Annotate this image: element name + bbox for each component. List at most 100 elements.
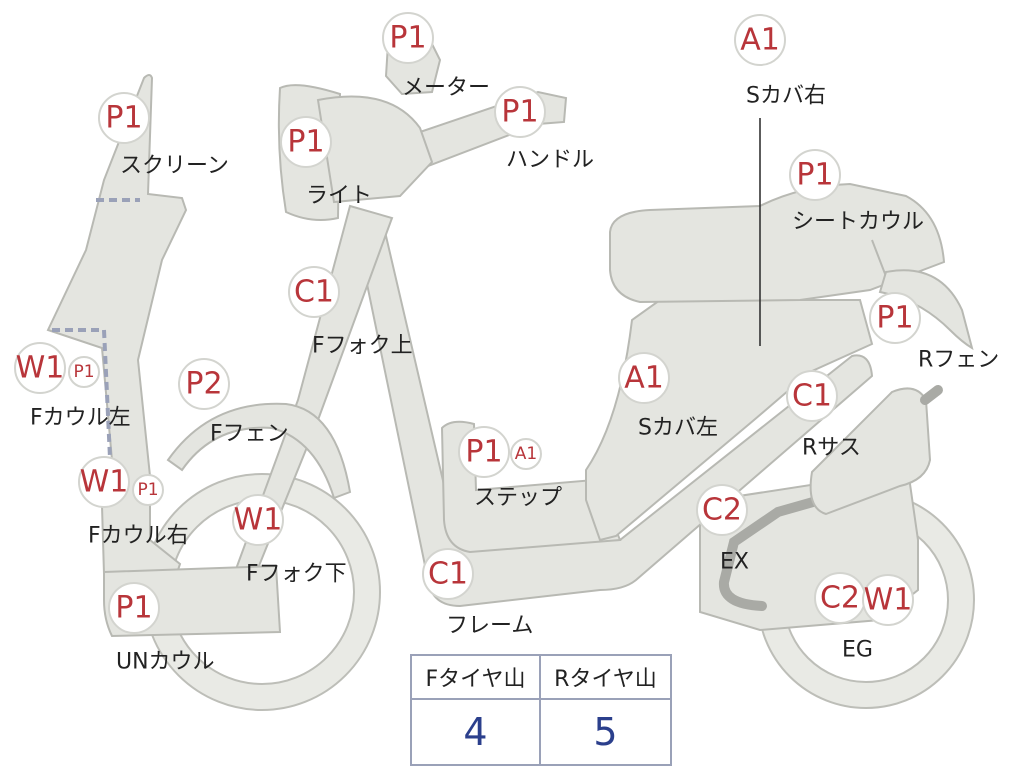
step-badge-p1: P1: [458, 426, 510, 478]
badge-circle: [132, 474, 164, 506]
meter-badge-p1: P1: [382, 12, 434, 64]
front-fork-upper-badge-c1: C1: [288, 266, 340, 318]
front-tire-value: 4: [412, 700, 541, 764]
badge-circle: [869, 292, 921, 344]
badge-text: A1: [515, 444, 537, 464]
front-cowl-left-badge-w1: W1: [14, 342, 66, 394]
badge-text: C2: [702, 493, 742, 528]
rear-suspension-label: Rサス: [802, 436, 861, 461]
front-fork-lower-label: Fフォク下: [246, 562, 347, 587]
badge-text: P1: [137, 480, 158, 500]
badge-text: C2: [820, 581, 860, 616]
label-layer: メーターハンドルスクリーンライトSカバ右シートカウルFフォク上RフェンFカウル左…: [30, 76, 999, 675]
badge-text: P1: [796, 158, 833, 193]
screen-badge-p1: P1: [98, 92, 150, 144]
front-cowl-left-label: Fカウル左: [30, 406, 131, 431]
badge-circle: [382, 12, 434, 64]
badge-circle: [422, 548, 474, 600]
rear-fender-badge-p1: P1: [869, 292, 921, 344]
front-cowl-right-label: Fカウル右: [88, 524, 189, 549]
side-cover-right-label: Sカバ右: [746, 84, 826, 109]
frame-shape: [358, 234, 874, 608]
exhaust-label: EX: [720, 550, 749, 575]
front-tire-header: Fタイヤ山: [412, 656, 541, 700]
rear-suspension-badge-c1: C1: [786, 370, 838, 422]
badge-circle: [494, 86, 546, 138]
screen-label: スクリーン: [120, 154, 229, 179]
cowl-dash-left: [52, 328, 112, 459]
badge-text: P2: [185, 367, 222, 402]
under-cowl-badge-p1: P1: [108, 582, 160, 634]
handle-label: ハンドル: [506, 148, 594, 173]
front-cowl-right-badge-p1: P1: [132, 474, 164, 506]
rear-axle-shape: [920, 385, 943, 405]
front-fork-upper-label: Fフォク上: [312, 334, 413, 359]
badge-circle: [458, 426, 510, 478]
front-cowl-left-badge-p1: P1: [68, 356, 100, 388]
rear-tire-header: Rタイヤ山: [541, 656, 670, 700]
badge-text: C1: [792, 379, 832, 414]
light-badge-p1: P1: [280, 116, 332, 168]
exhaust-pipe-shape: [718, 487, 853, 611]
badge-text: P1: [876, 301, 913, 336]
badge-circle: [862, 574, 914, 626]
badge-text: W1: [234, 503, 283, 538]
badge-text: P1: [389, 21, 426, 56]
step-badge-a1: A1: [510, 438, 542, 470]
engine-badge-c2: C2: [814, 572, 866, 624]
exhaust-badge-c2: C2: [696, 484, 748, 536]
badge-circle: [98, 92, 150, 144]
rear-tire-value: 5: [593, 710, 618, 754]
front-fender-label: Fフェン: [210, 422, 289, 447]
badge-text: P1: [115, 591, 152, 626]
badge-circle: [288, 266, 340, 318]
handle-badge-p1: P1: [494, 86, 546, 138]
side-cover-left-label: Sカバ左: [638, 416, 718, 441]
badge-circle: [734, 14, 786, 66]
badge-circle: [14, 342, 66, 394]
badge-circle: [68, 356, 100, 388]
seat-cowl-label: シートカウル: [792, 210, 924, 235]
badge-text: C1: [294, 275, 334, 310]
badge-circle: [789, 149, 841, 201]
side-cover-right-badge-a1: A1: [734, 14, 786, 66]
front-cowl-shape: [46, 74, 188, 578]
meter-label: メーター: [402, 76, 490, 101]
badge-circle: [178, 358, 230, 410]
badge-circle: [280, 116, 332, 168]
rear-suspension-shape: [809, 387, 932, 516]
badge-text: P1: [465, 435, 502, 470]
step-label: ステップ: [474, 486, 562, 511]
badge-circle: [696, 484, 748, 536]
front-fork-lower-badge-w1: W1: [232, 494, 284, 546]
badge-circle: [78, 456, 130, 508]
badge-text: P1: [73, 362, 94, 382]
front-fender-badge-p2: P2: [178, 358, 230, 410]
badge-text: W1: [16, 351, 65, 386]
frame-badge-c1: C1: [422, 548, 474, 600]
badge-text: C1: [428, 557, 468, 592]
badge-text: P1: [105, 101, 142, 136]
badge-text: W1: [80, 465, 129, 500]
front-cowl-right-badge-w1: W1: [78, 456, 130, 508]
front-fender-shape: [166, 402, 352, 500]
badge-text: A1: [740, 23, 780, 58]
badge-text: W1: [864, 583, 913, 618]
badge-text: A1: [624, 361, 664, 396]
badge-circle: [108, 582, 160, 634]
seat-cowl-badge-p1: P1: [789, 149, 841, 201]
badge-circle: [510, 438, 542, 470]
under-cowl-label: UNカウル: [116, 650, 215, 675]
badge-text: P1: [501, 95, 538, 130]
frame-label: フレーム: [446, 614, 533, 639]
badge-circle: [618, 352, 670, 404]
rear-fender-label: Rフェン: [918, 348, 999, 373]
tire-tread-table: Fタイヤ山 Rタイヤ山 4 5: [410, 654, 672, 766]
badge-circle: [786, 370, 838, 422]
engine-label: EG: [842, 638, 873, 663]
seat-cowl-shape: [609, 182, 946, 304]
badge-text: P1: [287, 125, 324, 160]
steering-head-shape: [316, 95, 434, 204]
